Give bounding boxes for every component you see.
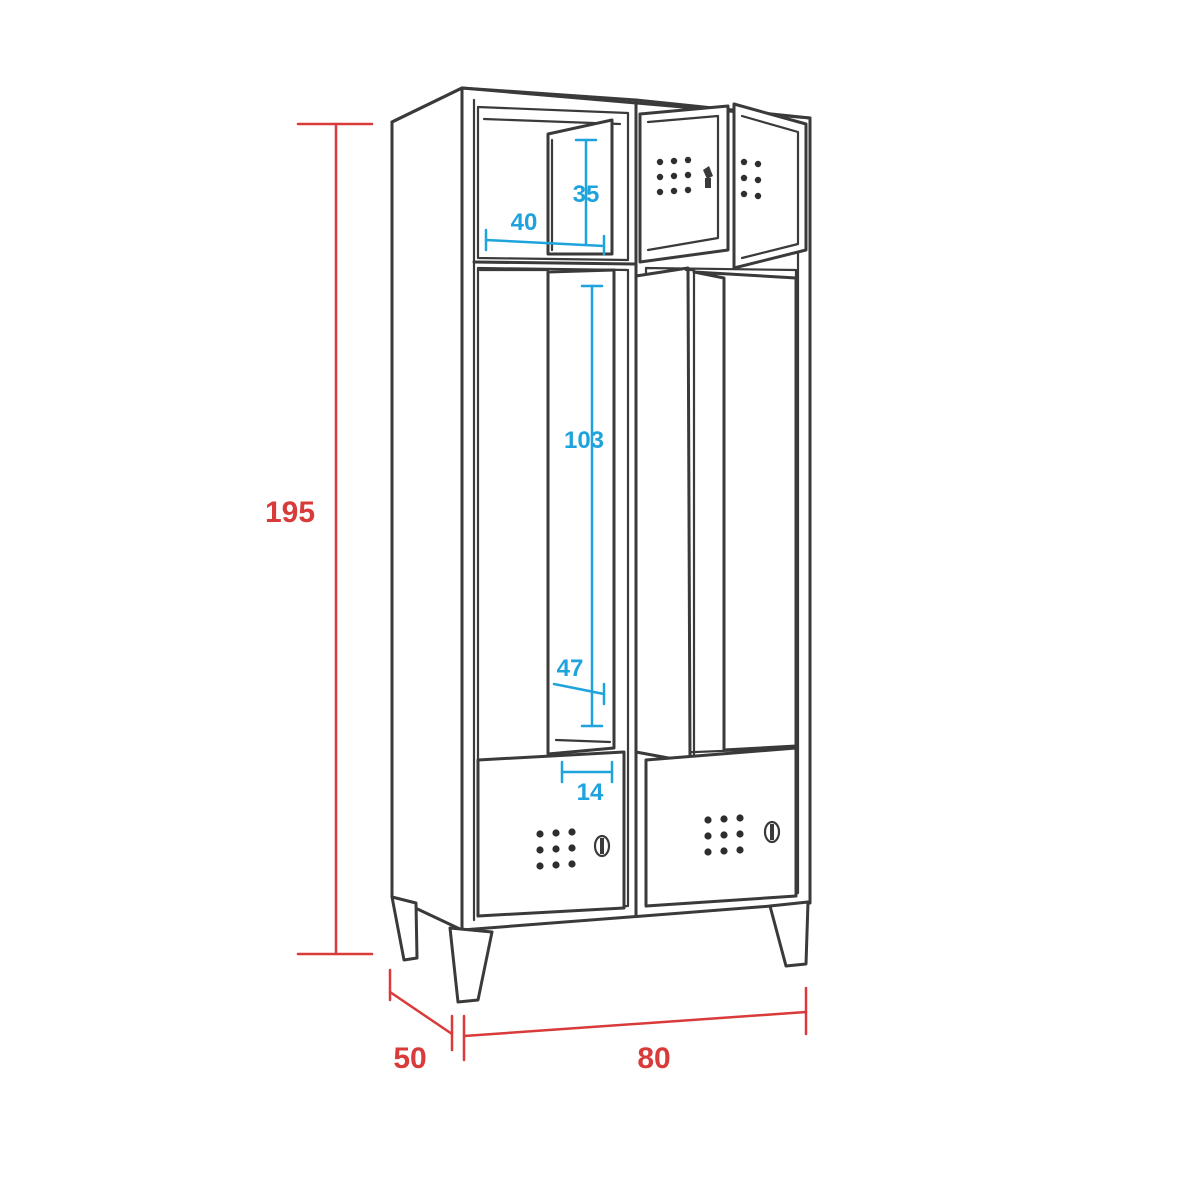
top-compartment-width-dimension: 40	[484, 209, 606, 256]
bottom-left-door[interactable]	[476, 750, 626, 918]
main-left-door-open[interactable]	[546, 268, 616, 756]
bottom-compartment-depth-label: 14	[577, 779, 604, 806]
vent-holes-bottom-left	[536, 828, 576, 870]
bottom-compartment-depth-dimension: 14	[560, 760, 614, 806]
lock-top-right-icon	[703, 166, 713, 188]
leg-back-left	[390, 895, 419, 962]
top-compartment-height-dimension: 35	[573, 138, 600, 246]
height-label: 195	[265, 496, 315, 529]
width-dimension: 80	[462, 986, 808, 1075]
bottom-compartment-width-dimension: 47	[552, 655, 606, 706]
top-compartment-height-label: 35	[573, 181, 600, 208]
main-right-door-open[interactable]	[634, 266, 692, 764]
right-column	[634, 102, 808, 908]
width-label: 80	[637, 1042, 670, 1075]
vent-holes-top-right	[740, 158, 762, 200]
leg-front-right	[768, 900, 810, 968]
depth-dimension: 50	[388, 968, 454, 1075]
lock-bottom-right-icon	[763, 820, 781, 844]
vent-holes-bottom-right	[704, 814, 744, 856]
height-dimension: 195	[265, 122, 374, 956]
top-right-door-open[interactable]	[638, 104, 730, 264]
depth-label: 50	[393, 1042, 426, 1075]
top-left-door-open[interactable]	[546, 118, 614, 256]
vent-holes-top-right-open	[656, 156, 692, 196]
left-column	[472, 105, 636, 918]
main-compartment-height-dimension: 103	[564, 284, 604, 728]
lock-bottom-left-icon	[593, 834, 611, 858]
bottom-compartment-width-label: 47	[557, 655, 584, 682]
leg-front-left	[448, 926, 494, 1004]
top-compartment-width-label: 40	[511, 209, 538, 236]
side-panel	[390, 86, 464, 932]
top-right-door[interactable]	[732, 102, 808, 270]
cabinet-legs	[390, 895, 810, 1004]
main-compartment-height-label: 103	[564, 427, 604, 454]
bottom-right-door[interactable]	[644, 746, 798, 908]
